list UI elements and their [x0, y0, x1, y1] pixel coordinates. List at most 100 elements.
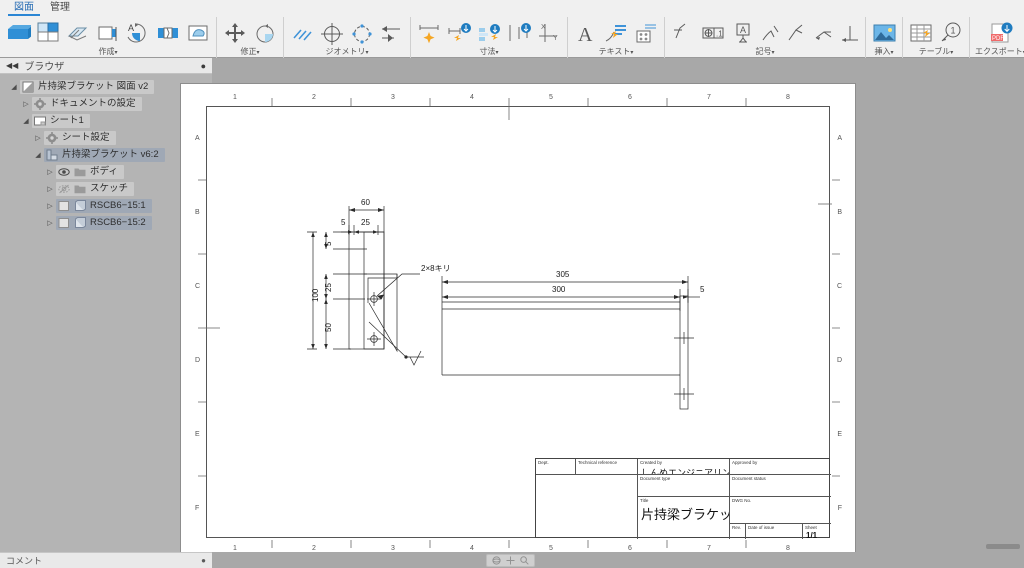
- expand-arrow-icon[interactable]: ▷: [47, 202, 53, 210]
- table-icon[interactable]: [908, 20, 934, 46]
- title-block[interactable]: Dept. Technical reference Created by しんめ…: [535, 458, 831, 539]
- tab-manage[interactable]: 管理: [50, 2, 70, 13]
- projected-view-icon[interactable]: [35, 20, 61, 46]
- move-view-icon[interactable]: [222, 20, 248, 46]
- panel-label-insert[interactable]: 挿入▾: [874, 47, 894, 56]
- tab-drawing[interactable]: 図面: [6, 0, 42, 16]
- svg-text:X: X: [541, 24, 546, 31]
- navigation-bar[interactable]: [486, 554, 535, 567]
- canvas-scrollbar-vertical[interactable]: [1018, 58, 1024, 552]
- feature-control-frame-icon[interactable]: .1: [700, 20, 726, 46]
- auxiliary-view-icon[interactable]: A: [125, 20, 151, 46]
- dim-text-100-vert: 100: [311, 288, 320, 302]
- break-view-icon[interactable]: [155, 20, 181, 46]
- collapse-left-icon[interactable]: ◀◀: [6, 61, 19, 70]
- orbit-icon[interactable]: [492, 556, 501, 565]
- expand-arrow-icon[interactable]: ▷: [23, 100, 29, 108]
- tb-document-type-label: Document type: [640, 476, 671, 481]
- expand-arrow-icon[interactable]: ▷: [47, 168, 53, 176]
- text-icon[interactable]: A: [573, 20, 599, 46]
- centerline-icon[interactable]: [289, 20, 315, 46]
- tb-dept[interactable]: Dept.: [536, 459, 576, 475]
- tb-document-type[interactable]: Document type: [638, 475, 730, 497]
- weld-symbol-icon[interactable]: [760, 20, 782, 46]
- expand-arrow-icon[interactable]: ◢: [35, 151, 41, 159]
- export-pdf-icon[interactable]: PDF: [987, 20, 1013, 46]
- panel-label-table[interactable]: テーブル▾: [918, 47, 954, 56]
- tb-dwg-no[interactable]: DWG No.: [730, 497, 831, 524]
- expand-arrow-icon[interactable]: ◢: [11, 83, 17, 91]
- panel-label-modify[interactable]: 修正▾: [240, 47, 260, 56]
- taper-symbol-icon[interactable]: [812, 20, 834, 46]
- panel-label-export[interactable]: エクスポート▾: [975, 47, 1024, 57]
- zoom-icon[interactable]: [520, 556, 529, 565]
- detail-view-icon[interactable]: [95, 20, 121, 46]
- tree-item-bodies[interactable]: ▷ ボディ: [0, 163, 212, 180]
- tree-item-sketches[interactable]: ▷ スケッチ: [0, 180, 212, 197]
- eye-hidden-icon[interactable]: [58, 183, 70, 195]
- surface-finish-icon[interactable]: [670, 20, 696, 46]
- panel-label-create[interactable]: 作成▾: [98, 47, 118, 56]
- rotate-view-icon[interactable]: [252, 20, 278, 46]
- tb-document-status[interactable]: Document status: [730, 475, 831, 497]
- visibility-checkbox[interactable]: [58, 217, 70, 229]
- drawing-sheet[interactable]: 1 2 3 4 5 6 7 8 1 2 3 4 5 6 7 8 A B C D …: [180, 83, 856, 561]
- bend-symbol-icon[interactable]: [786, 20, 808, 46]
- tb-left-blank[interactable]: [536, 475, 638, 539]
- expand-arrow-icon[interactable]: ◢: [23, 117, 29, 125]
- pan-icon[interactable]: [506, 556, 515, 565]
- section-view-icon[interactable]: [65, 20, 91, 46]
- note-table-icon[interactable]: [633, 20, 659, 46]
- tb-rev[interactable]: Rev.: [730, 524, 746, 539]
- tb-date-of-issue[interactable]: Date of issue: [746, 524, 803, 539]
- tree-item-drawing-doc[interactable]: ◢ 片持梁ブラケット 図面 v2: [0, 78, 212, 95]
- tree-item-body-rscb6-15-2[interactable]: ▷ RSCB6−15:2: [0, 214, 212, 231]
- panel-label-symbols[interactable]: 記号▾: [755, 47, 775, 56]
- tree-item-component-bracket[interactable]: ◢ 片持梁ブラケット v6:2: [0, 146, 212, 163]
- insert-image-icon[interactable]: [871, 20, 897, 46]
- eye-visible-icon[interactable]: [58, 166, 70, 178]
- tree-item-document-settings[interactable]: ▷ ドキュメントの設定: [0, 95, 212, 112]
- center-mark-icon[interactable]: [319, 20, 345, 46]
- tb-title[interactable]: Title 片持梁ブラケット: [638, 497, 730, 539]
- ribbon-panel-modify: 修正▾: [216, 17, 283, 58]
- balloon-icon[interactable]: 1: [938, 20, 964, 46]
- edge-extension-icon[interactable]: [379, 20, 405, 46]
- leader-text-icon[interactable]: [603, 20, 629, 46]
- auto-dimension-icon[interactable]: [446, 20, 472, 46]
- panel-label-geometry[interactable]: ジオメトリ▾: [325, 47, 369, 56]
- center-mark-pattern-icon[interactable]: [349, 20, 375, 46]
- expand-arrow-icon[interactable]: ▷: [35, 134, 41, 142]
- dimension-icon[interactable]: [416, 20, 442, 46]
- gear-icon: [46, 131, 58, 144]
- baseline-dimension-icon[interactable]: [506, 20, 532, 46]
- tree-item-sheet-settings[interactable]: ▷ シート設定: [0, 129, 212, 146]
- ordinate-dimension-icon[interactable]: [476, 20, 502, 46]
- base-view-icon[interactable]: [5, 20, 31, 46]
- datum-identifier-icon[interactable]: A: [730, 20, 756, 46]
- tree-item-sheet1[interactable]: ◢ シート1: [0, 112, 212, 129]
- tree-item-label: ドキュメントの設定: [50, 97, 136, 109]
- visibility-checkbox[interactable]: [58, 200, 70, 212]
- browser-tree: ◢ 片持梁ブラケット 図面 v2 ▷ ドキュメントの設定 ◢ シート1 ▷: [0, 74, 212, 231]
- drawing-canvas[interactable]: 1 2 3 4 5 6 7 8 1 2 3 4 5 6 7 8 A B C D …: [180, 58, 1024, 561]
- zone-number-top: 2: [312, 94, 316, 101]
- center-datum-icon[interactable]: [838, 20, 860, 46]
- tb-sheet[interactable]: Sheet 1/1: [803, 524, 831, 539]
- tb-title-value: 片持梁ブラケット: [641, 507, 729, 522]
- crop-view-icon[interactable]: [185, 20, 211, 46]
- panel-label-text[interactable]: テキスト▾: [598, 47, 634, 56]
- expand-arrow-icon[interactable]: ▷: [47, 185, 53, 193]
- panel-dot-icon[interactable]: ●: [201, 556, 206, 565]
- expand-arrow-icon[interactable]: ▷: [47, 219, 53, 227]
- tb-technical-reference[interactable]: Technical reference: [576, 459, 638, 475]
- tb-approved-by[interactable]: Approved by: [730, 459, 831, 475]
- panel-dot-icon[interactable]: ●: [200, 60, 206, 71]
- tree-item-body-rscb6-15-1[interactable]: ▷ RSCB6−15:1: [0, 197, 212, 214]
- tb-created-by[interactable]: Created by しんめエンジニアリング 2025/10/13: [638, 459, 730, 475]
- bottom-bar: コメント ●: [0, 552, 1024, 568]
- chain-dimension-icon[interactable]: X Y: [536, 20, 562, 46]
- comments-panel-header[interactable]: コメント ●: [0, 552, 212, 568]
- canvas-scrollbar-horizontal[interactable]: [986, 544, 1020, 549]
- panel-label-dimension[interactable]: 寸法▾: [479, 47, 499, 56]
